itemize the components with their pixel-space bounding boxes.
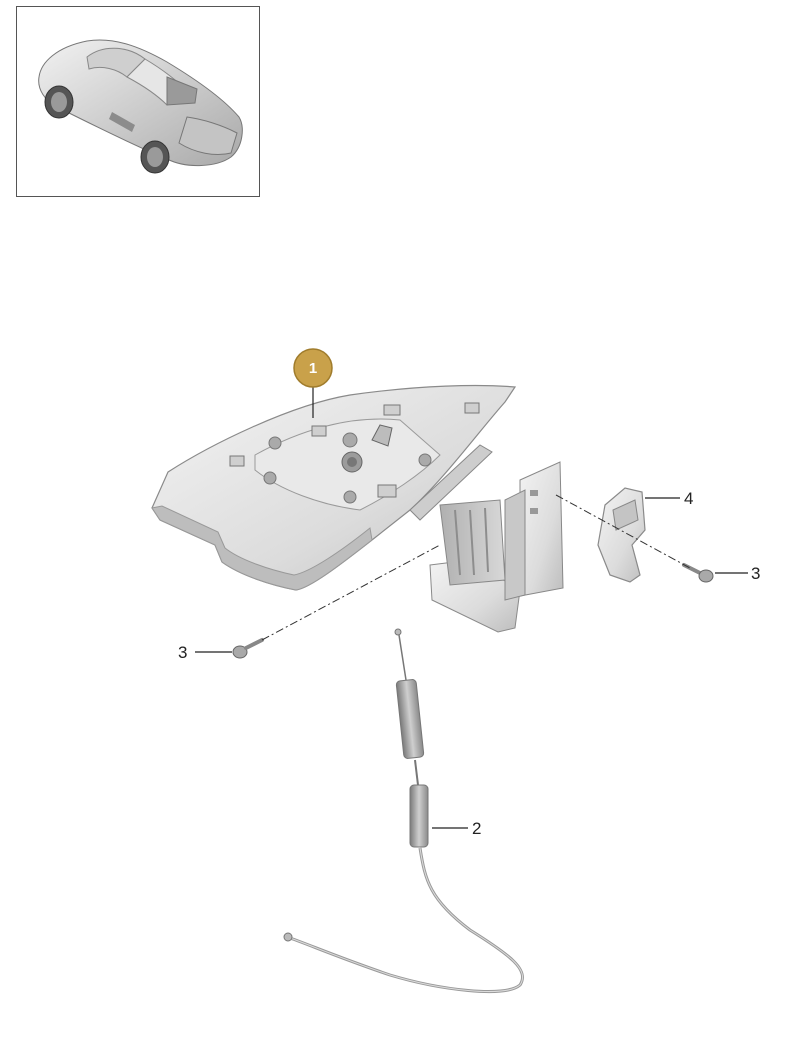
vehicle-thumbnail-frame — [16, 6, 260, 197]
callout-1-badge[interactable]: 1 — [293, 348, 333, 388]
part-4-cover-clip — [597, 487, 646, 583]
assembly-guide-lines — [261, 494, 691, 641]
part-2-release-cable — [283, 628, 524, 994]
car-overview-icon — [38, 39, 243, 174]
callout-1-label: 1 — [309, 360, 317, 377]
callout-4-label[interactable]: 4 — [684, 489, 693, 508]
callout-2-label[interactable]: 2 — [472, 819, 481, 838]
callout-3-left-label[interactable]: 3 — [178, 643, 187, 662]
callout-3-right-label[interactable]: 3 — [751, 564, 760, 583]
part-3-screw-left — [232, 638, 264, 659]
leader-lines — [195, 385, 748, 829]
part-1-mounting-bracket — [151, 384, 564, 633]
